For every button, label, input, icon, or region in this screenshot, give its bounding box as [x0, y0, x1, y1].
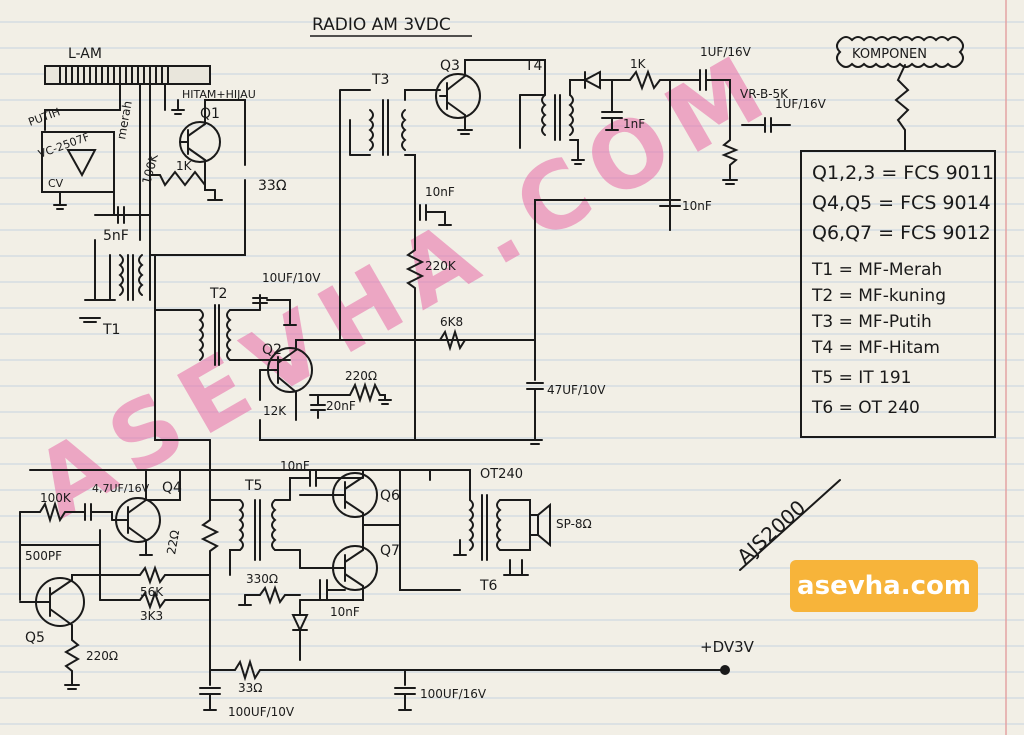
c-5nf-label: 5nF — [103, 228, 129, 244]
signature: AJS2000 — [732, 495, 810, 568]
c-20nf-label: 20nF — [326, 399, 356, 413]
component-row: T3 = MF-Putih — [812, 312, 932, 332]
vcc-label: +DV3V — [700, 638, 755, 656]
q3-label: Q3 — [440, 58, 460, 74]
r-3k3-label: 3K3 — [140, 609, 163, 623]
component-row: Q4,Q5 = FCS 9014 — [812, 192, 991, 214]
component-row: T1 = MF-Merah — [812, 260, 943, 280]
page-title: RADIO AM 3VDC — [312, 15, 451, 35]
antenna-label: L-AM — [68, 46, 102, 62]
t4-label: T4 — [524, 58, 543, 74]
r-330-label: 330Ω — [246, 572, 278, 586]
r-12k-label: 12K — [263, 404, 287, 418]
q7-label: Q7 — [380, 543, 400, 559]
spk-label: SP-8Ω — [556, 517, 592, 531]
c-4u7-label: 4,7UF/16V — [92, 482, 150, 495]
c-10nf-d-label: 10nF — [330, 605, 360, 619]
r-56k-label: 56K — [140, 585, 164, 599]
c-1nf-label: 1nF — [623, 117, 645, 131]
merah-label: merah — [114, 100, 135, 141]
r-100k-b-label: 100K — [40, 491, 72, 505]
components-list: Q1,2,3 = FCS 9011 Q4,Q5 = FCS 9014 Q6,Q7… — [800, 150, 996, 438]
c-10nf-a-label: 10nF — [425, 185, 455, 199]
vr-label: VR-B-5K — [740, 87, 789, 101]
c-10uf-10v-label: 10UF/10V — [262, 271, 321, 285]
c-500pf-label: 500PF — [25, 549, 62, 563]
watermark-badge: asevha.com — [790, 560, 978, 612]
r-1k-a-label: 1K — [176, 159, 193, 173]
q4-label: Q4 — [162, 480, 182, 496]
c-1uf-16v-a-label: 1UF/16V — [700, 45, 752, 59]
r-220k-label: 220K — [425, 259, 457, 273]
hitam-hijau-label: HITAM+HIJAU — [182, 88, 256, 101]
r-22-label: 22Ω — [164, 529, 182, 556]
q2-label: Q2 — [262, 342, 282, 358]
r-220-b-label: 220Ω — [86, 649, 118, 663]
component-row: T6 = OT 240 — [812, 398, 920, 418]
cv-label: CV — [48, 177, 64, 190]
component-row: T5 = IT 191 — [812, 368, 912, 388]
ot240-label: OT240 — [480, 467, 523, 482]
r-1k-b-label: 1K — [630, 57, 647, 71]
r-100k-a-label: 100K — [139, 151, 161, 185]
t1-label: T1 — [102, 322, 120, 338]
c-100uf-a-label: 100UF/16V — [420, 687, 487, 701]
r-33-b-label: 33Ω — [238, 681, 262, 695]
r-6k8-label: 6K8 — [440, 315, 463, 329]
c-100uf-b-label: 100UF/10V — [228, 705, 295, 719]
c-47uf-label: 47UF/10V — [547, 383, 606, 397]
components-header: KOMPONEN — [852, 47, 927, 62]
r-220-label: 220Ω — [345, 369, 377, 383]
c-10nf-c-label: 10nF — [280, 459, 310, 473]
component-row: Q1,2,3 = FCS 9011 — [812, 162, 994, 184]
q6-label: Q6 — [380, 488, 400, 504]
c-10nf-b-label: 10nF — [682, 199, 712, 213]
q5-label: Q5 — [25, 630, 45, 646]
t3-label: T3 — [371, 72, 389, 88]
schematic-wires — [19, 36, 964, 711]
t5-label: T5 — [244, 478, 262, 494]
t6-label: T6 — [479, 578, 498, 594]
t2-label: T2 — [209, 286, 227, 302]
component-row: T4 = MF-Hitam — [812, 338, 940, 358]
varco-label: VC-2507F — [37, 130, 92, 161]
component-row: T2 = MF-kuning — [812, 286, 946, 306]
c-1uf-16v-b-label: 1UF/16V — [775, 97, 827, 111]
r-33-label: 33Ω — [258, 178, 287, 194]
component-row: Q6,Q7 = FCS 9012 — [812, 222, 991, 244]
q1-label: Q1 — [200, 106, 220, 122]
